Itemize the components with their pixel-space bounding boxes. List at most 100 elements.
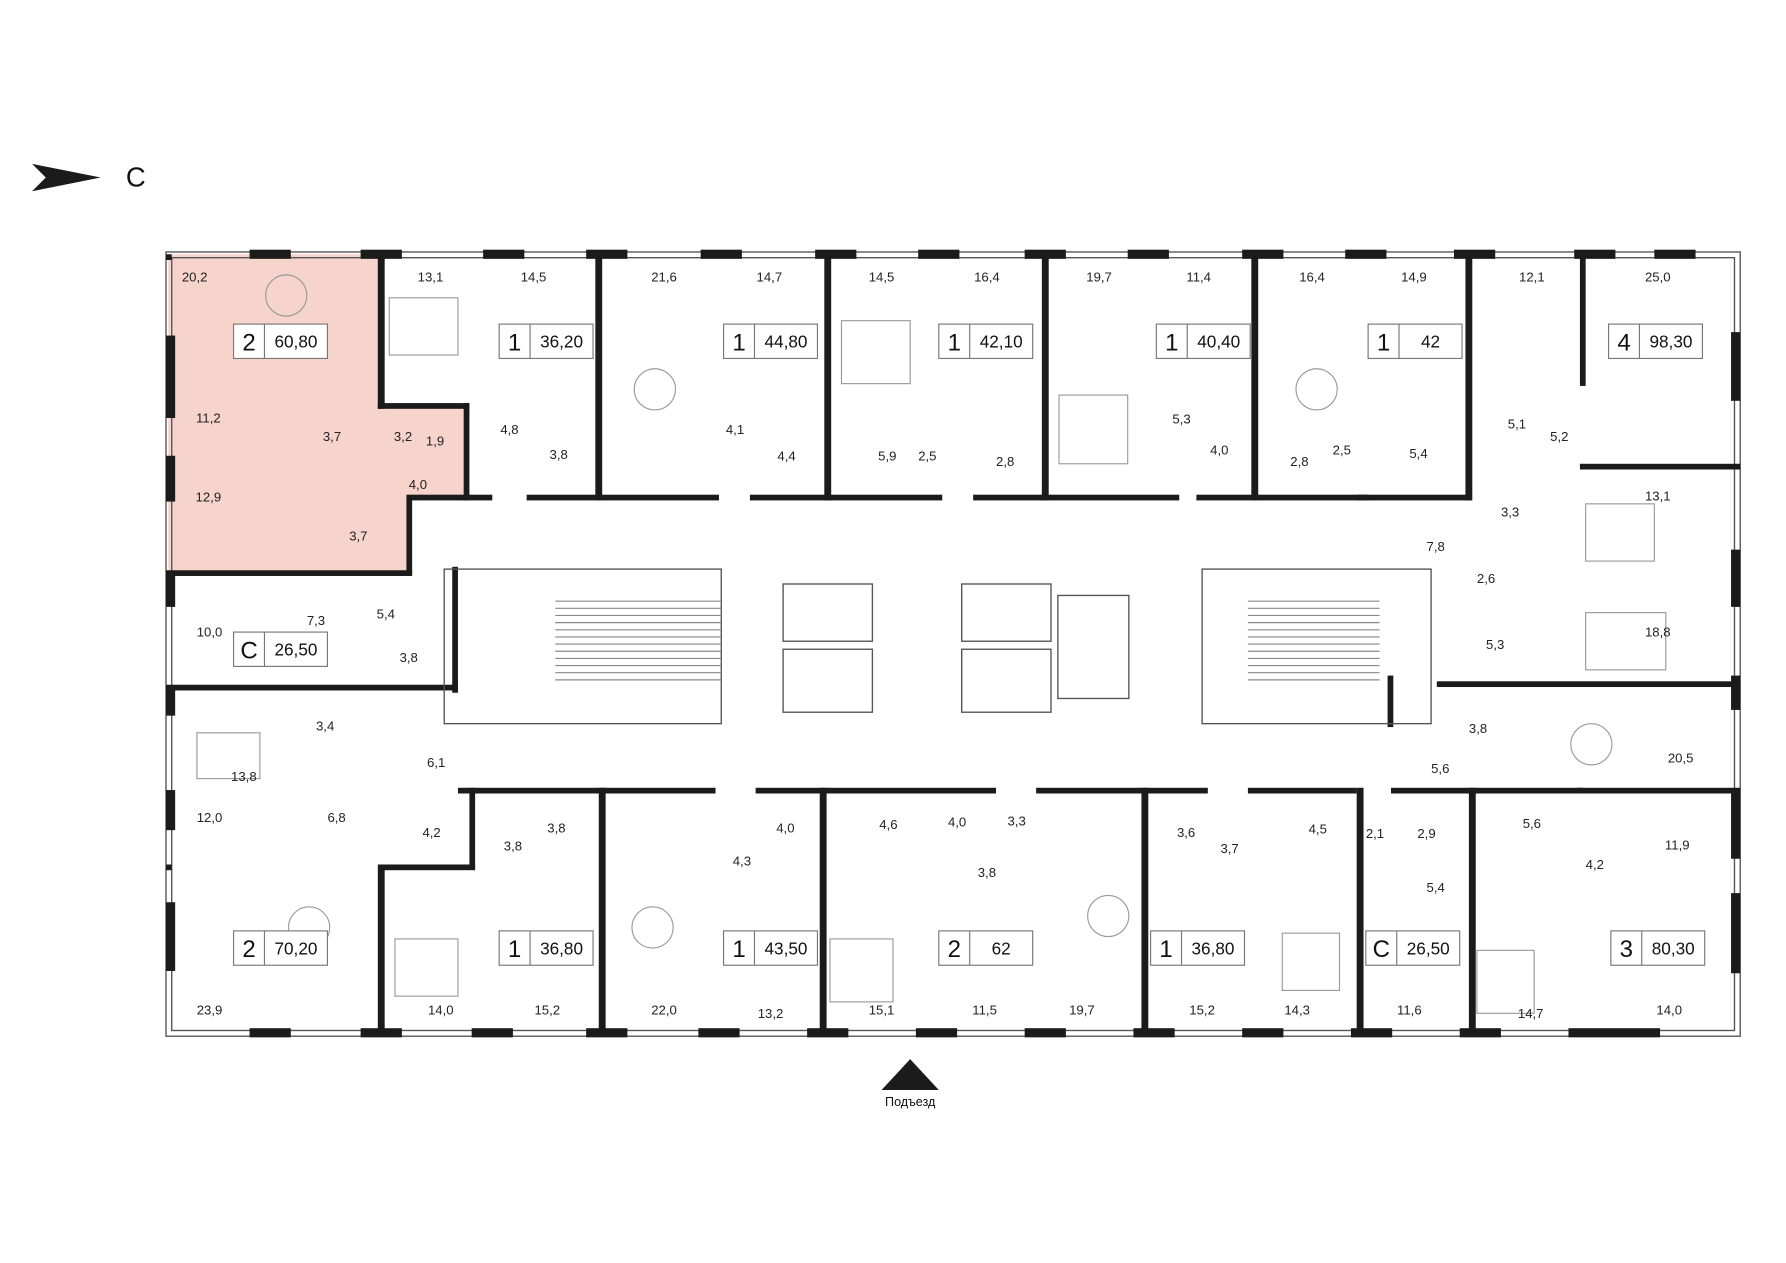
apartment-area: 26,50: [274, 640, 317, 660]
bed-icon: [840, 320, 911, 385]
room-area-label: 3,7: [349, 528, 367, 543]
badge-box: [1365, 930, 1461, 966]
room-area-label: 5,6: [1523, 816, 1541, 831]
wall: [166, 864, 172, 871]
room-area-label: 16,4: [974, 270, 1000, 285]
window-pier: [1024, 249, 1066, 259]
apartment-rooms: 1: [948, 329, 961, 356]
room-area-label: 5,3: [1486, 637, 1504, 652]
room-area-label: 14,9: [1401, 270, 1427, 285]
entrance-arrow-icon: [881, 1059, 939, 1091]
dining-table-icon: [1087, 894, 1130, 938]
room-area-label: 2,9: [1417, 826, 1435, 841]
badge-box: [1155, 323, 1251, 360]
room-area-label: 3,8: [504, 839, 522, 854]
apartment-area: 42,10: [980, 332, 1023, 352]
window-pier: [698, 1028, 740, 1038]
badge-box: [1367, 323, 1463, 360]
wall: [457, 787, 716, 794]
apartment-rooms: С: [240, 637, 257, 664]
room-area-label: 23,9: [197, 1002, 223, 1017]
dining-table-icon: [265, 274, 308, 317]
room-area-label: 2,5: [918, 448, 936, 463]
window-pier: [471, 1028, 513, 1038]
wall: [166, 684, 458, 691]
elevator: [961, 648, 1052, 713]
apartment-area: 44,80: [764, 332, 807, 352]
room-area-label: 2,8: [996, 454, 1014, 469]
room-area-label: 2,1: [1366, 826, 1384, 841]
wall: [406, 498, 413, 573]
elevator: [782, 583, 874, 642]
window-pier: [700, 249, 742, 259]
badge-box: [498, 323, 594, 360]
room-area-label: 6,8: [327, 810, 345, 825]
window-pier: [918, 249, 960, 259]
room-area-label: 12,9: [196, 490, 222, 505]
window-pier: [586, 249, 628, 259]
wall: [377, 403, 470, 409]
window-pier: [1127, 249, 1169, 259]
entrance-label: Подъезд: [885, 1095, 936, 1109]
room-area-label: 21,6: [651, 270, 677, 285]
room-area-label: 3,7: [1220, 841, 1238, 856]
elevator: [961, 583, 1052, 642]
window-pier: [166, 335, 176, 418]
badge-box: [232, 631, 329, 667]
room-area-label: 3,8: [550, 447, 568, 462]
wall: [749, 494, 943, 501]
apartment-rooms: 4: [1617, 329, 1630, 356]
window-pier: [815, 249, 857, 259]
room-area-label: 11,6: [1397, 1002, 1422, 1017]
wall: [1579, 254, 1586, 386]
room-area-label: 13,1: [418, 270, 444, 285]
wall: [1247, 787, 1357, 794]
room-area-label: 3,4: [316, 719, 334, 734]
window-pier: [1345, 249, 1387, 259]
room-area-label: 25,0: [1645, 270, 1671, 285]
room-area-label: 5,2: [1550, 429, 1568, 444]
room-area-label: 14,5: [869, 270, 895, 285]
wall: [819, 787, 827, 1037]
apartment-badge[interactable]: С 26,50: [232, 631, 329, 667]
apartment-rooms: 2: [948, 936, 961, 963]
room-area-label: 19,7: [1069, 1002, 1095, 1017]
apartment-rooms: С: [1373, 936, 1390, 963]
room-area-label: 3,8: [1469, 721, 1487, 736]
wall: [166, 254, 172, 260]
room-area-label: 7,8: [1427, 539, 1445, 554]
dining-table-icon: [633, 368, 677, 411]
staircase-left: [443, 568, 722, 725]
badge-box: [1150, 930, 1246, 966]
badge-box: [232, 323, 329, 360]
apartment-area: 98,30: [1649, 332, 1692, 352]
window-pier: [1350, 1028, 1393, 1038]
bed-icon: [829, 938, 894, 1003]
badge-box: [938, 323, 1034, 360]
wall: [463, 403, 470, 501]
room-area-label: 1,9: [426, 433, 444, 448]
badge-box: [938, 930, 1034, 966]
room-area-label: 14,3: [1284, 1002, 1310, 1017]
apartment-rooms: 1: [1159, 936, 1172, 963]
room-area-label: 5,4: [1409, 446, 1427, 461]
wall: [598, 787, 606, 1037]
window-pier: [1242, 249, 1284, 259]
apartment-area: 42: [1421, 332, 1440, 352]
window-pier: [586, 1028, 628, 1038]
furniture: [196, 274, 1667, 1014]
